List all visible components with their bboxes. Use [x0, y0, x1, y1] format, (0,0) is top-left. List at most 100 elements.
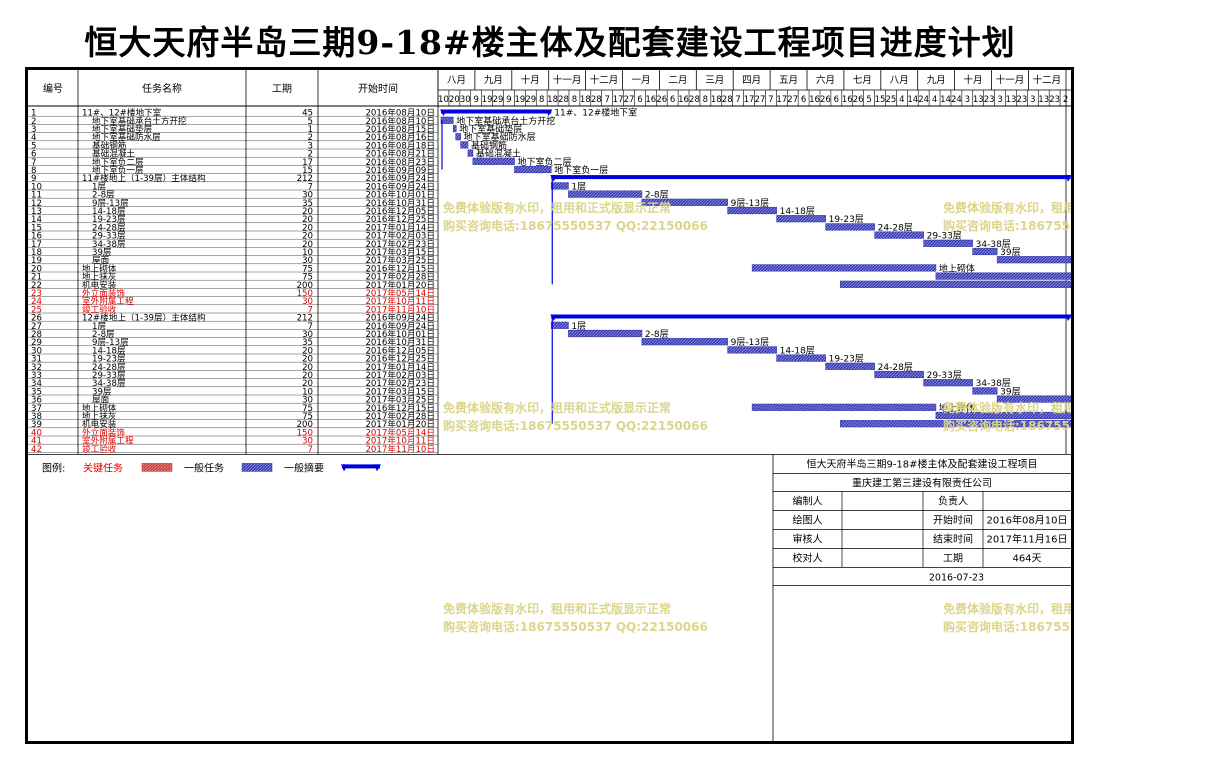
- row-id: 13: [31, 207, 42, 217]
- row-start-date: 2017年02月23日: [365, 377, 435, 389]
- info-value: 2016年08月10日: [987, 513, 1068, 526]
- gantt-bar-label: 地下室基础垫层: [459, 123, 522, 135]
- row-task-name: 1层: [92, 321, 106, 332]
- gantt-task-bar: [923, 379, 973, 387]
- watermark-text: 免费体验版有水印，租用和正式版显示正常: [443, 400, 671, 415]
- day-label: 19: [514, 95, 525, 105]
- gantt-task-bar: [972, 247, 998, 256]
- day-label: 5: [866, 95, 871, 105]
- info-label: 负责人: [938, 494, 968, 507]
- day-label: 4: [899, 95, 904, 105]
- day-label: 23: [1016, 95, 1027, 105]
- row-task-name: 基础钢筋: [92, 139, 127, 151]
- row-start-date: 2016年09月24日: [365, 320, 435, 332]
- day-label: 24: [951, 95, 962, 105]
- gantt-task-bar: [874, 370, 924, 379]
- legend-summary-cap: [341, 464, 348, 472]
- row-start-date: 2016年12月15日: [365, 402, 435, 414]
- legend-summary-cap: [374, 464, 381, 472]
- day-label: 18: [711, 95, 722, 105]
- day-label: 29: [493, 95, 504, 105]
- gantt-task-bar: [641, 338, 728, 346]
- row-duration: 20: [302, 371, 313, 381]
- row-id: 21: [31, 273, 42, 283]
- row-duration: 45: [302, 109, 313, 119]
- gantt-summary-cap: [545, 109, 553, 116]
- row-duration: 75: [302, 412, 313, 422]
- info-value: 2017年11月16日: [987, 532, 1068, 545]
- row-task-name: 34-38层: [92, 239, 126, 250]
- day-label: 14: [940, 95, 951, 105]
- row-duration: 212: [297, 174, 313, 184]
- row-id: 23: [31, 289, 42, 299]
- row-start-date: 2016年09月09日: [365, 164, 435, 176]
- row-id: 15: [31, 223, 42, 233]
- gantt-task-bar: [452, 124, 457, 133]
- row-task-name: 外立面装饰: [82, 287, 125, 299]
- row-id: 34: [31, 379, 42, 389]
- row-duration: 30: [302, 297, 313, 307]
- row-duration: 212: [297, 314, 313, 324]
- column-header-start: 开始时间: [358, 82, 398, 95]
- day-label: 17: [744, 95, 755, 105]
- row-id: 3: [31, 125, 36, 135]
- day-label: 7: [735, 95, 740, 105]
- row-id: 42: [31, 445, 42, 455]
- gantt-summary-cap: [550, 314, 558, 321]
- day-label: 8: [572, 95, 577, 105]
- gantt-task-bar: [825, 362, 875, 370]
- day-label: 3: [997, 95, 1002, 105]
- day-label: 23: [984, 95, 995, 105]
- day-label: 6: [637, 95, 642, 105]
- row-id: 36: [31, 396, 42, 406]
- gantt-task-bar: [825, 223, 875, 231]
- row-task-name: 11#楼地上（1-39层）主体结构: [82, 172, 206, 184]
- gantt-bar-label: 29-33层: [927, 231, 962, 242]
- row-start-date: 2016年12月25日: [365, 353, 435, 365]
- day-label: 3: [965, 95, 970, 105]
- row-task-name: 24-28层: [92, 362, 126, 373]
- day-label: 7: [604, 95, 609, 105]
- day-label: 16: [842, 95, 853, 105]
- row-id: 2: [31, 117, 36, 127]
- row-id: 26: [31, 314, 42, 324]
- gantt-bar-label: 19-23层: [829, 214, 864, 225]
- day-label: 7: [768, 95, 773, 105]
- row-start-date: 2016年09月24日: [365, 172, 435, 184]
- day-label: 24: [918, 95, 929, 105]
- day-label: 27: [624, 95, 635, 105]
- row-task-name: 地上砌体: [82, 402, 117, 414]
- month-label: 一月: [631, 75, 650, 86]
- watermark-text: 购买咨询电话:18675550537 QQ:22150066: [943, 619, 1071, 634]
- gantt-bar-label: 29-33层: [927, 370, 962, 381]
- row-start-date: 2017年03月25日: [365, 394, 435, 406]
- watermark-text: 购买咨询电话:18675550537 QQ:22150066: [443, 218, 708, 233]
- gantt-bar-label: 2-8层: [645, 190, 669, 201]
- row-duration: 30: [302, 191, 313, 201]
- row-id: 5: [31, 141, 36, 151]
- row-task-name: 34-38层: [92, 378, 126, 389]
- row-task-name: 地上抹灰: [82, 271, 117, 283]
- row-duration: 2: [308, 133, 313, 143]
- row-start-date: 2017年10月11日: [365, 435, 435, 447]
- row-start-date: 2016年08月16日: [365, 131, 435, 143]
- month-label: 七月: [853, 75, 872, 86]
- watermark-text: 购买咨询电话:18675550537 QQ:22150066: [943, 418, 1071, 433]
- legend-normal-swatch: [241, 463, 273, 472]
- row-start-date: 2016年10月31日: [365, 336, 435, 348]
- gantt-bar-label: 9层-13层: [731, 337, 769, 348]
- month-label: 八月: [890, 75, 909, 86]
- row-id: 4: [31, 133, 36, 143]
- row-id: 35: [31, 387, 42, 397]
- row-duration: 150: [297, 289, 313, 299]
- row-duration: 30: [302, 256, 313, 266]
- row-id: 18: [31, 248, 42, 258]
- gantt-task-bar: [776, 354, 826, 362]
- day-label: 16: [809, 95, 820, 105]
- row-start-date: 2017年02月28日: [365, 271, 435, 283]
- row-start-date: 2016年12月05日: [365, 205, 435, 217]
- day-label: 13: [1038, 95, 1049, 105]
- row-start-date: 2016年12月15日: [365, 262, 435, 274]
- month-label: 十月: [521, 74, 540, 86]
- gantt-task-bar: [923, 239, 973, 247]
